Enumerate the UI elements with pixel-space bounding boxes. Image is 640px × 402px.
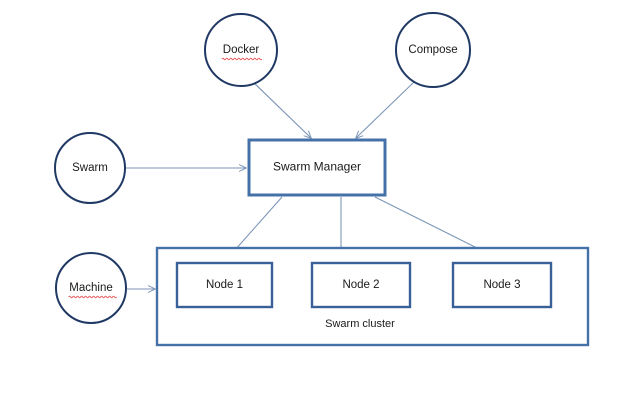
connector-compose-to-manager [356,81,415,138]
node-2-group[interactable]: Node 2 [310,261,412,309]
node-1-label: Node 1 [206,279,243,291]
swarm-manager-label: Swarm Manager [273,160,361,174]
node-1-group[interactable]: Node 1 [175,261,274,309]
node-3-box[interactable] [451,261,553,309]
node-3-group[interactable]: Node 3 [451,261,553,309]
connector-docker-to-manager [251,80,311,138]
docker-node-group[interactable]: Docker [204,13,278,87]
compose-circle[interactable] [395,12,471,88]
swarm-label: Swarm [72,162,108,174]
compose-label: Compose [408,44,457,56]
docker-circle[interactable] [204,13,278,87]
swarm-circle[interactable] [54,132,126,204]
machine-spellcheck-underline [68,295,117,299]
machine-node-group[interactable]: Machine [55,252,127,324]
node-1-box[interactable] [175,261,274,309]
swarm-cluster-caption: Swarm cluster [325,318,395,330]
compose-node-group[interactable]: Compose [395,12,471,88]
node-2-label: Node 2 [342,279,379,291]
connector-layer [126,80,499,289]
swarm-manager-group[interactable]: Swarm Manager [247,138,387,197]
swarm-manager-box[interactable] [247,138,387,197]
swarm-node-group[interactable]: Swarm [54,132,126,204]
docker-spellcheck-underline [221,57,263,61]
node-2-box[interactable] [310,261,412,309]
node-3-label: Node 3 [483,279,520,291]
machine-label: Machine [69,282,112,294]
docker-label: Docker [223,44,260,56]
machine-circle[interactable] [55,252,127,324]
